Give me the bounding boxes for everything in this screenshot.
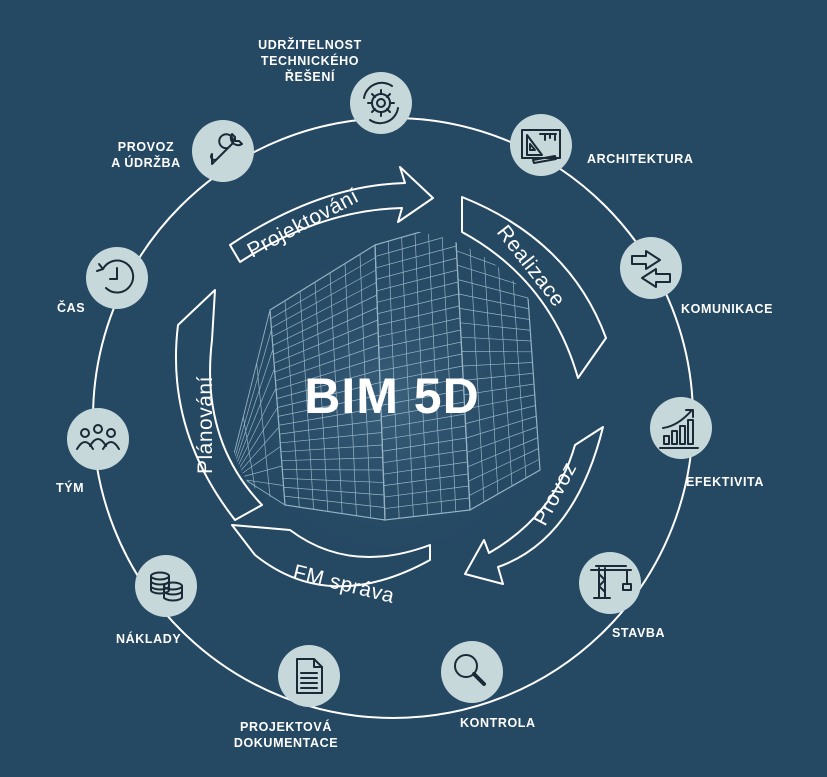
node-label-kontrola: KONTROLA: [460, 716, 536, 730]
diagram-title: BIM 5D: [304, 368, 479, 424]
gear-cycle-icon: [363, 81, 399, 125]
node-label-naklady: NÁKLADY: [116, 632, 182, 646]
center-glow: [218, 225, 568, 575]
phase-arrow-provoz: [464, 426, 604, 585]
node-label-dokumentace: PROJEKTOVÁ DOKUMENTACE: [233, 720, 339, 750]
crane-icon: [590, 565, 632, 599]
node-label-tym: TÝM: [56, 481, 85, 495]
document-icon: [296, 658, 323, 694]
node-provoz-udrzba: [192, 120, 254, 182]
magnifier-icon: [454, 654, 486, 686]
node-label-komunikace: KOMUNIKACE: [681, 302, 774, 316]
node-label-cas: ČAS: [57, 301, 86, 315]
node-komunikace: [620, 237, 682, 299]
node-udrzitelnost: [350, 72, 412, 134]
phase-cycle: [175, 166, 607, 588]
drafting-tools-icon: [521, 129, 561, 164]
node-label-provoz-udrzba: PROVOZ A ÚDRŽBA: [111, 140, 181, 170]
coins-icon: [150, 571, 183, 602]
node-kontrola: [441, 641, 503, 703]
phase-arrow-fm: [231, 524, 431, 588]
node-label-stavba: STAVBA: [612, 626, 666, 640]
building-wireframe: [229, 230, 541, 521]
node-dokumentace: [278, 645, 340, 707]
node-naklady: [135, 555, 197, 617]
node-label-udrzitelnost: UDRŽITELNOST TECHNICKÉHO ŘEŠENÍ: [258, 38, 362, 84]
phase-arrow-realizace: [461, 196, 607, 379]
phase-arrow-projektovani: [229, 166, 434, 263]
node-stavba: [579, 552, 641, 614]
node-label-efektivita: EFEKTIVITA: [686, 475, 764, 489]
exchange-arrows-icon: [631, 250, 671, 288]
phase-arrow-planovani: [175, 289, 263, 521]
team-icon: [76, 424, 120, 450]
clock-icon: [96, 259, 135, 294]
wrench-icon: [209, 133, 243, 165]
node-label-architektura: ARCHITEKTURA: [587, 152, 694, 166]
node-architektura: [510, 114, 572, 176]
phase-label-planovani: Plánování: [194, 376, 217, 474]
growth-chart-icon: [659, 409, 699, 449]
